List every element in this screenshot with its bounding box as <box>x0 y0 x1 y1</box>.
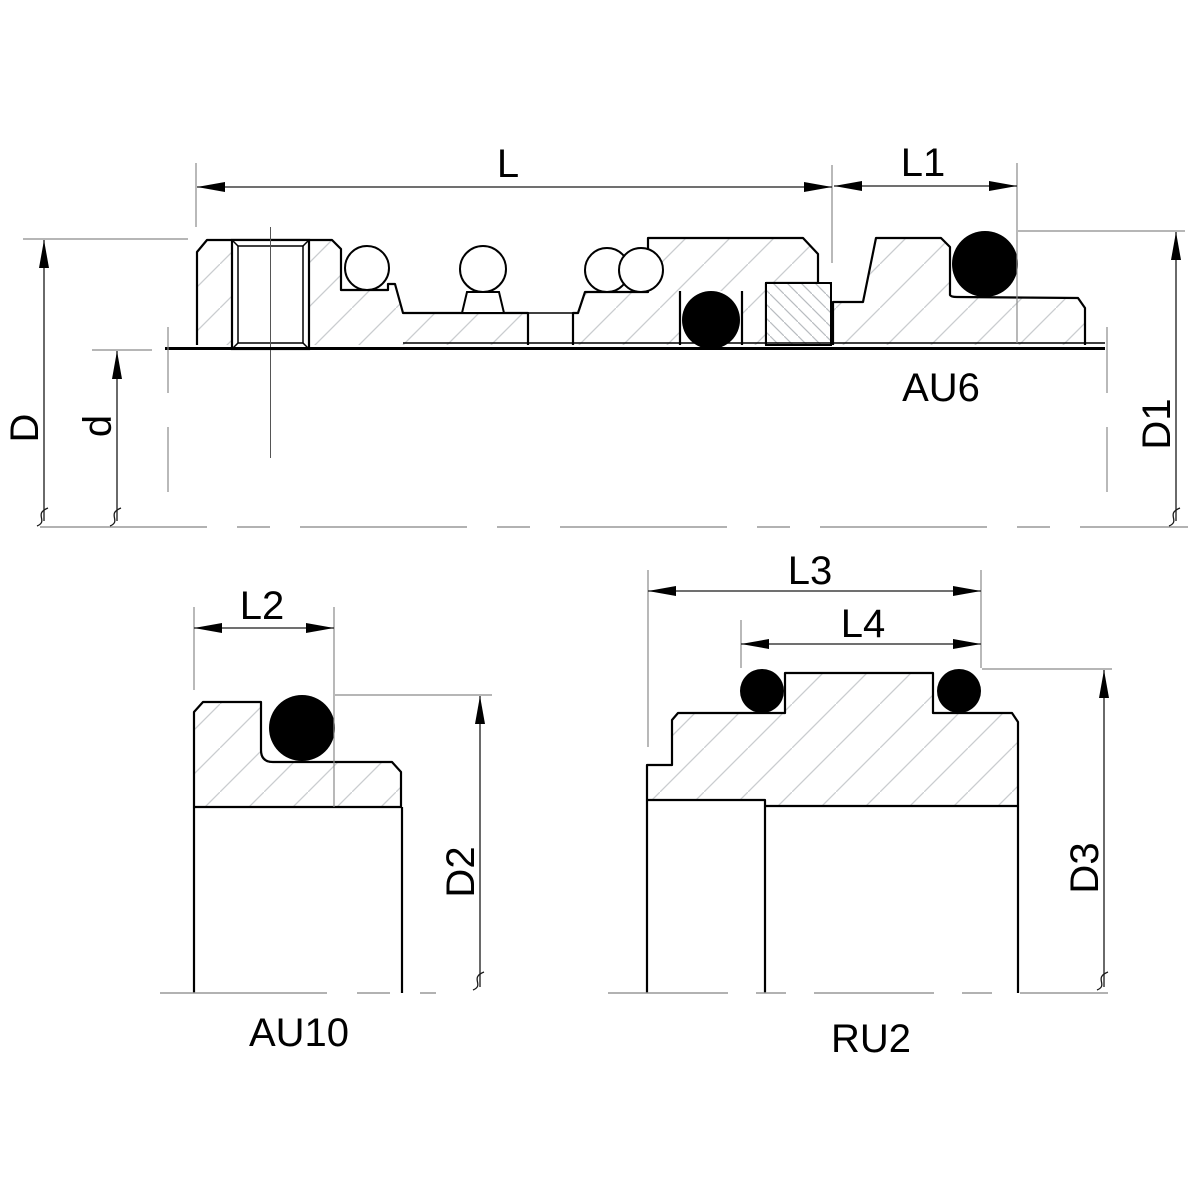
labels: L L1 D d D1 AU6 L2 D2 AU10 L3 L4 D3 RU2 <box>3 141 1179 1061</box>
dim-label-l4: L4 <box>841 602 886 646</box>
part-label-ru2: RU2 <box>831 1017 911 1061</box>
extension-lines <box>23 163 1185 807</box>
dimension-lines <box>36 185 1181 991</box>
pedestal-seal <box>460 291 506 314</box>
ru2-view <box>645 669 1020 993</box>
ru2-black-o-ring-left <box>740 669 784 713</box>
o-ring-outline-1 <box>344 245 390 291</box>
dim-label-d-inner: d <box>76 415 120 437</box>
o-ring-outline-4 <box>618 247 664 293</box>
part-label-au6: AU6 <box>902 366 980 410</box>
dim-label-l: L <box>497 142 519 186</box>
backup-ring-block <box>765 282 832 346</box>
dim-label-l1: L1 <box>901 141 946 185</box>
ru2-body <box>645 671 1020 808</box>
au10-black-o-ring <box>269 695 335 761</box>
o-ring-outline-2 <box>459 245 507 293</box>
ru2-lower-blocks <box>645 800 1020 993</box>
dim-label-d2: D2 <box>439 846 483 897</box>
au6-seal-body <box>833 238 1085 345</box>
black-o-ring-1 <box>682 291 740 349</box>
au10-view <box>192 695 404 993</box>
dim-label-d3: D3 <box>1063 842 1107 893</box>
part-label-au10: AU10 <box>249 1011 349 1055</box>
dim-label-d-outer: D <box>3 414 47 443</box>
au10-upper-body <box>192 700 403 809</box>
centerlines <box>40 526 1188 994</box>
dimension-arrowheads <box>39 181 1181 724</box>
assembly-middle-body <box>573 238 818 345</box>
black-o-ring-2 <box>952 231 1018 297</box>
au10-lower-block <box>192 807 404 993</box>
assembly-view <box>165 227 1105 458</box>
ru2-black-o-ring-right <box>937 669 981 713</box>
dim-label-d1: D1 <box>1135 398 1179 449</box>
dim-label-l3: L3 <box>788 549 833 593</box>
au6-seal-body-outline <box>831 236 1087 345</box>
dim-label-l2: L2 <box>240 584 285 628</box>
